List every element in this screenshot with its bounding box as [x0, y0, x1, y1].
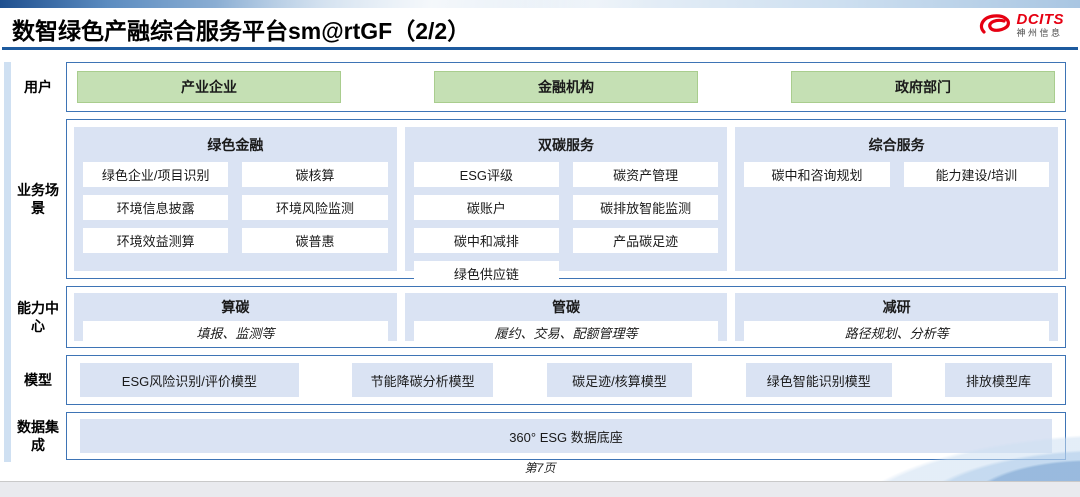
models-container: ESG风险识别/评价模型 节能降碳分析模型 碳足迹/核算模型 绿色智能识别模型 … [66, 355, 1066, 405]
row-label-scenes: 业务场景 [17, 181, 59, 216]
scene-column-title: 综合服务 [868, 137, 925, 153]
model-card-energy-saving: 节能降碳分析模型 [352, 363, 494, 397]
dcits-logo: DCITS 神州信息 [977, 12, 1065, 38]
row-label-users: 用户 [24, 78, 52, 95]
row-models: 模型 ESG风险识别/评价模型 节能降碳分析模型 碳足迹/核算模型 绿色智能识别… [14, 355, 1066, 405]
scene-column-title: 双碳服务 [538, 137, 594, 153]
scene-column-title: 绿色金融 [207, 137, 264, 153]
scene-items-grid: ESG评级 碳资产管理 碳账户 碳排放智能监测 碳中和减排 产品碳足迹 绿色供应… [413, 162, 719, 286]
capability-card-desc: 路径规划、分析等 [744, 321, 1050, 344]
logo-brand-name: DCITS [1016, 11, 1064, 28]
capability-container: 算碳 填报、监测等 管碳 履约、交易、配额管理等 减研 路径规划、分析等 [66, 286, 1066, 348]
scene-items-grid: 绿色企业/项目识别 碳核算 环境信息披露 环境风险监测 环境效益测算 碳普惠 [83, 162, 388, 253]
scene-item: 碳普惠 [242, 228, 388, 253]
model-card-green-ai: 绿色智能识别模型 [745, 363, 892, 397]
scene-item: 碳中和减排 [413, 228, 559, 253]
architecture-diagram: 用户 产业企业 金融机构 政府部门 业务场景 绿色金融 绿色企业/项目识别 碳核… [14, 62, 1066, 460]
scene-items-grid: 碳中和咨询规划 能力建设/培训 [744, 162, 1050, 187]
data-card-esg-base: 360° ESG 数据底座 [80, 419, 1052, 453]
users-container: 产业企业 金融机构 政府部门 [66, 62, 1066, 112]
scene-item: 环境信息披露 [83, 195, 229, 220]
scene-item: 环境效益测算 [83, 228, 229, 253]
scene-item: ESG评级 [413, 162, 559, 187]
row-label-data: 数据集成 [17, 418, 59, 453]
capability-card-calc-carbon: 算碳 填报、监测等 [74, 293, 397, 344]
slide-title: 数智绿色产融综合服务平台sm@rtGF（2/2） [12, 18, 471, 44]
scene-item: 能力建设/培训 [903, 162, 1050, 187]
top-decoration-band [0, 0, 1080, 8]
scenes-container: 绿色金融 绿色企业/项目识别 碳核算 环境信息披露 环境风险监测 环境效益测算 … [66, 119, 1066, 286]
footer-band [0, 482, 1080, 497]
scene-item: 碳核算 [242, 162, 388, 187]
scene-item: 碳账户 [413, 195, 559, 220]
row-label-models: 模型 [24, 371, 52, 388]
scene-column-comprehensive: 综合服务 碳中和咨询规划 能力建设/培训 [735, 127, 1059, 271]
scene-item: 碳排放智能监测 [573, 195, 719, 220]
scene-item: 环境风险监测 [242, 195, 388, 220]
logo-brand-name-cn: 神州信息 [1016, 28, 1063, 38]
scene-item: 绿色供应链 [413, 261, 559, 286]
capability-card-desc: 填报、监测等 [83, 321, 388, 344]
row-label-capability: 能力中心 [17, 299, 59, 334]
user-card-government: 政府部门 [790, 71, 1055, 103]
model-card-esg-risk: ESG风险识别/评价模型 [80, 363, 299, 397]
capability-card-reduce-research: 减研 路径规划、分析等 [735, 293, 1059, 344]
footer-divider [0, 481, 1080, 482]
capability-card-desc: 履约、交易、配额管理等 [413, 321, 719, 344]
logo-text: DCITS 神州信息 [1017, 12, 1065, 38]
row-users: 用户 产业企业 金融机构 政府部门 [14, 62, 1066, 112]
user-card-finance: 金融机构 [433, 71, 699, 103]
left-accent-strip [4, 62, 11, 462]
scene-item: 碳中和咨询规划 [744, 162, 890, 187]
data-container: 360° ESG 数据底座 [66, 412, 1066, 460]
capability-card-title: 管碳 [552, 299, 580, 315]
capability-card-title: 算碳 [221, 299, 250, 315]
scene-column-dual-carbon: 双碳服务 ESG评级 碳资产管理 碳账户 碳排放智能监测 碳中和减排 产品碳足迹… [404, 127, 728, 286]
scene-item: 产品碳足迹 [573, 228, 719, 253]
scene-item: 绿色企业/项目识别 [83, 162, 229, 187]
scene-item: 碳资产管理 [573, 162, 719, 187]
user-card-industry: 产业企业 [77, 71, 342, 103]
dcits-swirl-icon [979, 14, 1010, 34]
capability-card-title: 减研 [882, 299, 911, 315]
model-card-emission-library: 排放模型库 [945, 363, 1052, 397]
row-capability-center: 能力中心 算碳 填报、监测等 管碳 履约、交易、配额管理等 减研 路径规划、分析… [14, 286, 1066, 348]
row-business-scenes: 业务场景 绿色金融 绿色企业/项目识别 碳核算 环境信息披露 环境风险监测 环境… [14, 119, 1066, 286]
row-data-integration: 数据集成 360° ESG 数据底座 [14, 412, 1066, 460]
scene-column-green-finance: 绿色金融 绿色企业/项目识别 碳核算 环境信息披露 环境风险监测 环境效益测算 … [74, 127, 397, 271]
capability-card-manage-carbon: 管碳 履约、交易、配额管理等 [404, 293, 728, 344]
model-card-carbon-footprint: 碳足迹/核算模型 [546, 363, 693, 397]
page-number: 第7页 [524, 461, 556, 475]
title-underline [2, 47, 1078, 50]
